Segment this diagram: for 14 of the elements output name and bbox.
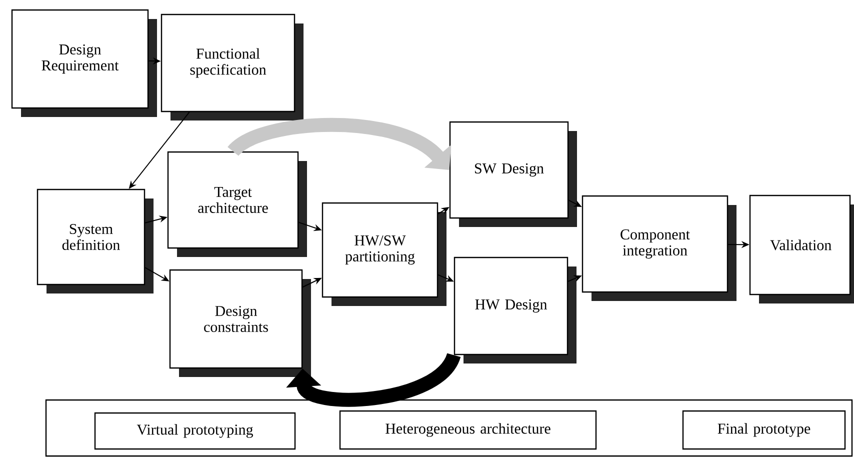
process-box: SW Design bbox=[449, 121, 577, 227]
process-box: Target architecture bbox=[167, 151, 307, 257]
process-box: HW/SW partitioning bbox=[322, 202, 446, 306]
process-box: HW Design bbox=[454, 256, 576, 364]
stage-box: Final prototype bbox=[682, 410, 846, 450]
stage-box: Heterogeneous architecture bbox=[339, 410, 597, 450]
process-box: Design Requirement bbox=[11, 9, 157, 117]
process-box: Design constraints bbox=[169, 269, 311, 377]
process-box: Validation bbox=[749, 194, 854, 304]
process-box: Functional specification bbox=[160, 14, 304, 120]
process-box: Component integration bbox=[582, 195, 736, 301]
block-arrow bbox=[286, 352, 460, 407]
process-box: System definition bbox=[36, 188, 154, 294]
stage-box: Virtual prototyping bbox=[94, 412, 296, 450]
